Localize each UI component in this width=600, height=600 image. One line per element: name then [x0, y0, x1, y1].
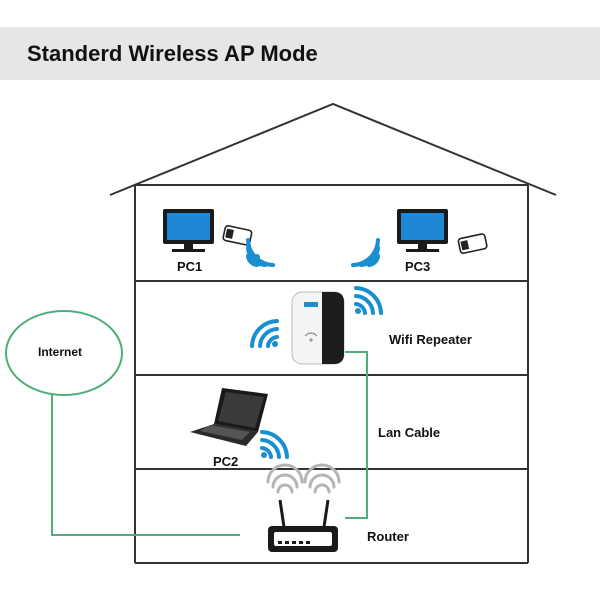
pc2-wifi-signal-icon [260, 430, 289, 459]
pc3-monitor-icon [397, 209, 448, 252]
internet-ellipse [5, 310, 123, 396]
repeater-label: Wifi Repeater [389, 332, 472, 347]
internet-label: Internet [38, 345, 83, 359]
pc2-label: PC2 [213, 454, 239, 469]
lan-cable-label: Lan Cable [378, 425, 441, 440]
pc1-wifi-adapter-icon [222, 225, 253, 246]
repeater-wifi-signal-right-icon [354, 286, 383, 315]
pc1-label: PC1 [177, 259, 203, 274]
router-device-icon [268, 499, 338, 552]
pc3-wifi-signal-icon [351, 238, 380, 267]
router-wifi-signal-left-icon [266, 463, 304, 494]
lan-cable [345, 351, 368, 519]
pc3-wifi-adapter-icon [457, 233, 488, 254]
page-title: Standerd Wireless AP Mode [27, 41, 318, 66]
title-banner [0, 27, 600, 80]
house-roof [109, 102, 557, 196]
router-label: Router [367, 529, 409, 544]
pc1-wifi-signal-icon [246, 238, 275, 267]
router-wifi-signal-right-icon [303, 463, 341, 494]
pc3-label: PC3 [405, 259, 431, 274]
repeater-wifi-signal-left-icon [250, 319, 279, 348]
pc2-laptop-icon [190, 388, 268, 446]
pc1-monitor-icon [163, 209, 214, 252]
internet-cable [51, 395, 240, 536]
wifi-repeater-device-icon [291, 291, 345, 365]
